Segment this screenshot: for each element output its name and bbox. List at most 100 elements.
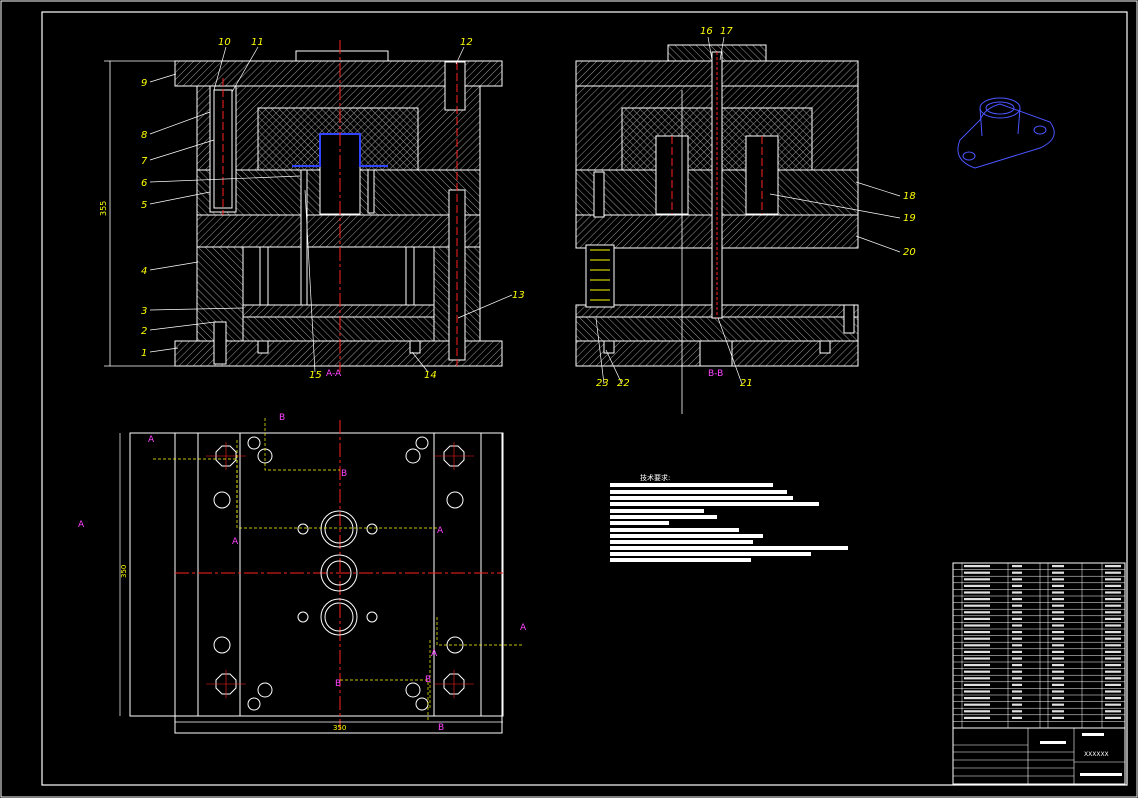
svg-text:A: A [232,537,239,547]
drawing-code: XXXXXX [1084,751,1109,758]
parts-cell-mark [1105,624,1121,627]
parts-cell-mark [1052,664,1064,667]
svg-text:B: B [341,469,347,479]
parts-cell-mark [1052,578,1064,581]
svg-text:B: B [335,679,341,689]
parts-cell-mark [1012,697,1022,700]
parts-cell-mark [1052,617,1064,620]
parts-cell-mark [1012,591,1022,594]
parts-cell-mark [964,710,990,713]
parts-cell-mark [1012,683,1022,686]
parts-cell-mark [1012,598,1022,601]
svg-text:3: 3 [141,306,147,317]
parts-cell-mark [964,565,990,568]
parts-cell-mark [1105,677,1121,680]
parts-cell-mark [1105,697,1121,700]
parts-cell-mark [1105,631,1121,634]
callouts-right [595,36,901,385]
parts-cell-mark [1105,683,1121,686]
parts-cell-mark [964,690,990,693]
svg-text:11: 11 [251,37,264,48]
svg-text:B: B [438,723,444,733]
parts-cell-mark [964,637,990,640]
parts-cell-mark [1012,624,1022,627]
parts-cell-mark [964,578,990,581]
parts-cell-mark [964,591,990,594]
svg-text:16: 16 [700,26,713,37]
parts-cell-mark [1052,631,1064,634]
parts-cell-mark [1105,703,1121,706]
svg-text:22: 22 [617,378,630,389]
parts-cell-mark [964,683,990,686]
svg-text:5: 5 [141,200,147,211]
parts-cell-mark [1052,716,1064,719]
parts-cell-mark [964,631,990,634]
svg-text:A: A [148,435,155,445]
dimension-plan-height: 350 [120,565,128,578]
parts-cell-mark [1052,657,1064,660]
parts-cell-mark [1052,637,1064,640]
parts-cell-mark [1012,677,1022,680]
svg-text:12: 12 [460,37,473,48]
parts-cell-mark [964,670,990,673]
parts-cell-mark [1012,565,1022,568]
tech-requirements-title: 技术要求: [640,473,670,482]
parts-cell-mark [1052,650,1064,653]
parts-cell-mark [1105,578,1121,581]
parts-cell-mark [1052,677,1064,680]
svg-text:B: B [279,413,285,423]
svg-text:7: 7 [141,156,148,167]
dimension-height: 355 [99,201,108,216]
svg-text:8: 8 [141,130,147,141]
svg-text:A: A [437,526,444,536]
svg-text:10: 10 [218,37,231,48]
parts-cell-mark [1052,565,1064,568]
parts-cell-mark [1052,683,1064,686]
parts-cell-mark [1105,664,1121,667]
parts-cell-mark [1052,670,1064,673]
svg-text:17: 17 [720,26,733,37]
svg-text:6: 6 [141,178,147,189]
svg-text:18: 18 [903,191,916,202]
svg-text:20: 20 [903,247,916,258]
title-block: XXXXXX [952,727,1126,785]
parts-cell-mark [1052,644,1064,647]
parts-cell-mark [1105,591,1121,594]
parts-cell-mark [964,611,990,614]
parts-cell-mark [1105,565,1121,568]
svg-text:9: 9 [141,78,147,89]
parts-cell-mark [1012,690,1022,693]
parts-cell-mark [1012,571,1022,574]
parts-cell-mark [1105,657,1121,660]
tech-requirements-lines [610,483,848,562]
parts-cell-mark [1052,591,1064,594]
callout-labels-right: 16 17 18 19 20 21 22 23 [596,26,916,389]
parts-cell-mark [964,604,990,607]
section-label-a-a: A-A [326,369,342,379]
parts-cell-mark [1012,716,1022,719]
parts-cell-mark [1012,670,1022,673]
parts-cell-mark [1052,598,1064,601]
parts-cell-mark [1105,650,1121,653]
svg-text:B: B [425,675,431,685]
parts-cell-mark [1105,716,1121,719]
svg-text:15: 15 [309,370,322,381]
parts-cell-mark [1012,578,1022,581]
parts-cell-mark [964,677,990,680]
parts-cell-mark [964,716,990,719]
section-view-a-a [104,40,503,372]
parts-cell-mark [1012,710,1022,713]
parts-cell-mark [1052,710,1064,713]
parts-cell-mark [964,697,990,700]
parts-cell-mark [1012,584,1022,587]
callouts-left [149,46,513,373]
parts-cell-mark [1012,637,1022,640]
svg-text:A: A [78,520,85,530]
dimension-plan-width: 350 [333,724,346,732]
parts-list-table [952,562,1126,729]
parts-cell-mark [1105,571,1121,574]
parts-cell-mark [1012,604,1022,607]
parts-cell-mark [1052,571,1064,574]
parts-cell-mark [964,703,990,706]
parts-cell-mark [1052,690,1064,693]
